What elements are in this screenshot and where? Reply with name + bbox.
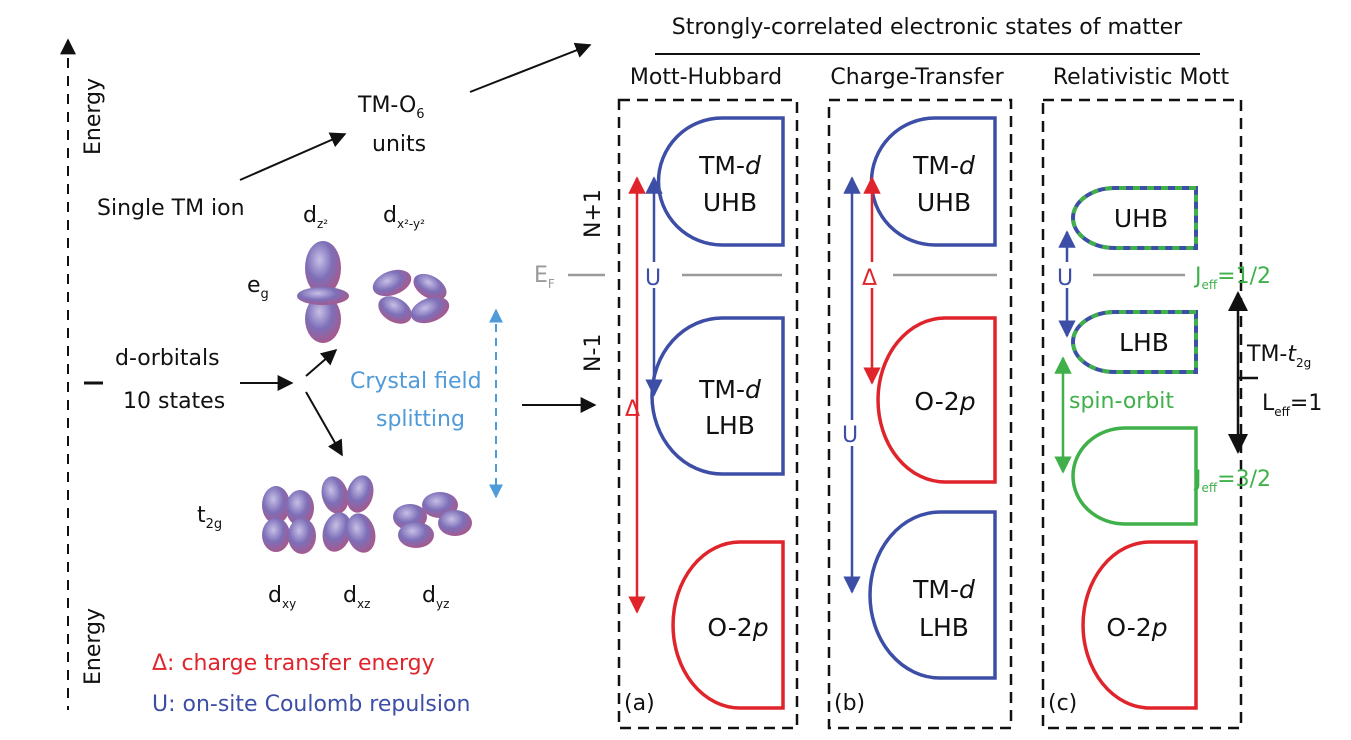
panel-a-box	[617, 98, 799, 730]
panel-a-lhb-top: TM-d	[698, 375, 761, 404]
dxy-orbital-icon	[262, 486, 316, 554]
panel-b-uhb-top: TM-d	[912, 151, 975, 180]
panel-a-o2p-label: O-2p	[707, 613, 768, 642]
n-minus-one-label: N-1	[581, 334, 606, 372]
panel-c-lhb-label: LHB	[1119, 328, 1169, 357]
tm-t2g-label: TM-t2g	[1246, 342, 1311, 370]
panel-b-u-label: U	[842, 423, 858, 448]
units-label: units	[372, 132, 426, 157]
panel-b-delta-label-bg	[861, 262, 883, 288]
dz2-label: dz²	[303, 203, 328, 231]
panel-b-uhb-bottom: UHB	[917, 188, 971, 217]
panel-a-o2p-band	[671, 540, 785, 710]
dxz-label: dxz	[343, 583, 370, 611]
leff-label: Leff=1	[1262, 391, 1322, 419]
ion-to-unit-arrow	[239, 132, 347, 181]
panel-a-title: Mott-Hubbard	[630, 65, 782, 90]
panel-c-uhb-label: UHB	[1114, 204, 1168, 233]
panel-b-o2p-band	[876, 316, 997, 484]
ten-states-label: 10 states	[123, 389, 225, 414]
panel-b-lhb-bottom: LHB	[919, 613, 969, 642]
split-arrow-up	[305, 348, 338, 377]
dz2-orbital-icon	[297, 241, 349, 343]
panel-c-letter: (c)	[1048, 691, 1077, 716]
panel-b-letter: (b)	[834, 691, 865, 716]
ef-label: EF	[534, 263, 555, 291]
panel-a-lhb-bottom: LHB	[705, 411, 755, 440]
panel-a-uhb-bottom: UHB	[703, 188, 757, 217]
panel-a-u-label: U	[645, 266, 661, 291]
panel-a-lhb-band	[650, 316, 785, 476]
panel-b-uhb-band	[869, 116, 997, 247]
panel-a-u-label-bg	[644, 262, 666, 288]
panel-b-box	[827, 98, 1013, 730]
panel-a-letter: (a)	[624, 691, 655, 716]
panel-c-uhb-green-dash	[1071, 186, 1198, 250]
single-tm-ion-label: Single TM ion	[97, 196, 245, 221]
crystal-field-label: Crystal field	[350, 369, 482, 394]
panel-b-lhb-band	[868, 510, 997, 680]
panel-c-lhb-green-dash	[1071, 310, 1198, 374]
tm-o6-label: TM-O6	[357, 93, 425, 122]
dxz-orbital-icon	[321, 475, 376, 553]
energy-label-bottom: Energy	[81, 608, 106, 685]
panel-b-o2p-label: O-2p	[914, 387, 975, 416]
panel-b-u-label-bg	[841, 420, 863, 446]
figure-title: Strongly-correlated electronic states of…	[672, 15, 1183, 40]
panel-c-jeff32-band	[1071, 426, 1198, 526]
panel-c-u-label-bg	[1056, 262, 1078, 288]
panel-c-o2p-band	[1081, 540, 1198, 710]
n-plus-one-label: N+1	[581, 189, 606, 238]
eg-label: eg	[247, 273, 269, 302]
panel-c-spin-orbit-label: spin-orbit	[1069, 389, 1174, 414]
panel-b-lhb-top: TM-d	[912, 575, 975, 604]
panel-c-o2p-label: O-2p	[1106, 613, 1167, 642]
jeff-half-label: Jeff=1/2	[1193, 264, 1271, 292]
dyz-orbital-icon	[393, 492, 472, 548]
panel-b-delta-label: Δ	[862, 266, 877, 291]
dx2y2-orbital-icon	[372, 269, 450, 324]
jeff-32-label: Jeff=3/2	[1193, 467, 1271, 495]
t2g-label: t2g	[197, 503, 222, 532]
unit-to-title-arrow	[469, 42, 592, 93]
panel-a-uhb-band	[656, 116, 785, 247]
legend-delta: Δ: charge transfer energy	[152, 651, 435, 676]
panel-c-title: Relativistic Mott	[1053, 65, 1230, 90]
splitting-label: splitting	[376, 407, 465, 432]
panel-b-title: Charge-Transfer	[830, 65, 1004, 90]
legend-u: U: on-site Coulomb repulsion	[152, 692, 470, 717]
dx2y2-label: dx²-y²	[383, 203, 425, 231]
dxy-label: dxy	[268, 583, 296, 611]
panel-a-uhb-top: TM-d	[698, 151, 761, 180]
split-arrow-down	[305, 391, 343, 457]
panel-a-delta-label: Δ	[625, 397, 640, 422]
dyz-label: dyz	[422, 583, 449, 611]
d-orbitals-label: d-orbitals	[115, 346, 220, 371]
energy-label-top: Energy	[81, 78, 106, 155]
panel-c-u-label: U	[1057, 266, 1073, 291]
